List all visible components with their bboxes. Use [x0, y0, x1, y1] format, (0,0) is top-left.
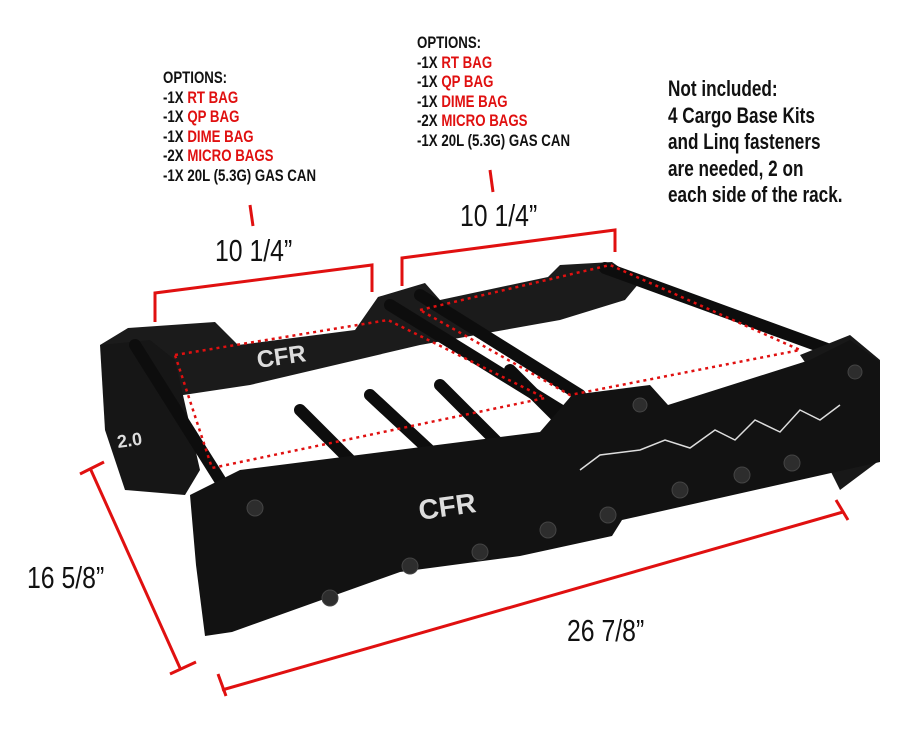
rack-front-plate: [190, 340, 880, 636]
right-bay-outline: [416, 263, 805, 397]
right-options-list: OPTIONS: -1X RT BAG -1X QP BAG -1X DIME …: [417, 33, 570, 150]
note-line: 4 Cargo Base Kits: [668, 102, 815, 128]
mountain-graphic-icon: [579, 404, 841, 471]
note-line: are needed, 2 on: [668, 155, 804, 181]
rack-left-end-plate: [100, 340, 200, 495]
depth-dimension-line: [88, 467, 182, 669]
option-item: -1X QP BAG: [163, 107, 240, 126]
option-item: -1X DIME BAG: [163, 126, 254, 146]
dimension-lines: [79, 169, 850, 697]
svg-text:2.0: 2.0: [116, 429, 144, 452]
option-item: -1X RT BAG: [163, 87, 239, 107]
rack-back-plate: [100, 262, 640, 400]
rack-crossbars: [129, 262, 836, 486]
option-item: -1X QP BAG: [417, 72, 494, 91]
length-dimension-line: [221, 510, 844, 692]
left-bay-width-label: 10 1/4”: [215, 233, 293, 268]
depth-label: 16 5/8”: [27, 560, 105, 595]
option-item: -1X RT BAG: [417, 52, 493, 72]
right-bay-width-label: 10 1/4”: [460, 198, 538, 233]
length-label: 26 7/8”: [567, 613, 645, 648]
option-item: -1X DIME BAG: [417, 91, 508, 111]
option-item: -1X 20L (5.3G) GAS CAN: [417, 130, 571, 150]
left-bay-dimension-line: [153, 263, 374, 322]
left-options-list: OPTIONS: -1X RT BAG -1X QP BAG -1X DIME …: [163, 68, 316, 185]
options-heading: OPTIONS:: [163, 68, 228, 87]
options-heading: OPTIONS:: [417, 33, 482, 52]
right-bay-dimension-line: [400, 228, 617, 286]
option-item: -2X MICRO BAGS: [163, 146, 274, 165]
note-line: and Linq fasteners: [668, 129, 821, 154]
left-options-leader: [248, 204, 255, 227]
right-options-leader: [488, 169, 495, 193]
note-line: each side of the rack.: [668, 182, 843, 207]
rack-mounting-holes: [246, 364, 863, 607]
not-included-note: Not included: 4 Cargo Base Kits and Linq…: [668, 76, 843, 209]
option-item: -2X MICRO BAGS: [417, 111, 528, 130]
option-item: -1X 20L (5.3G) GAS CAN: [163, 165, 317, 185]
note-line: Not included:: [668, 76, 778, 101]
left-bay-outline: [173, 318, 549, 470]
